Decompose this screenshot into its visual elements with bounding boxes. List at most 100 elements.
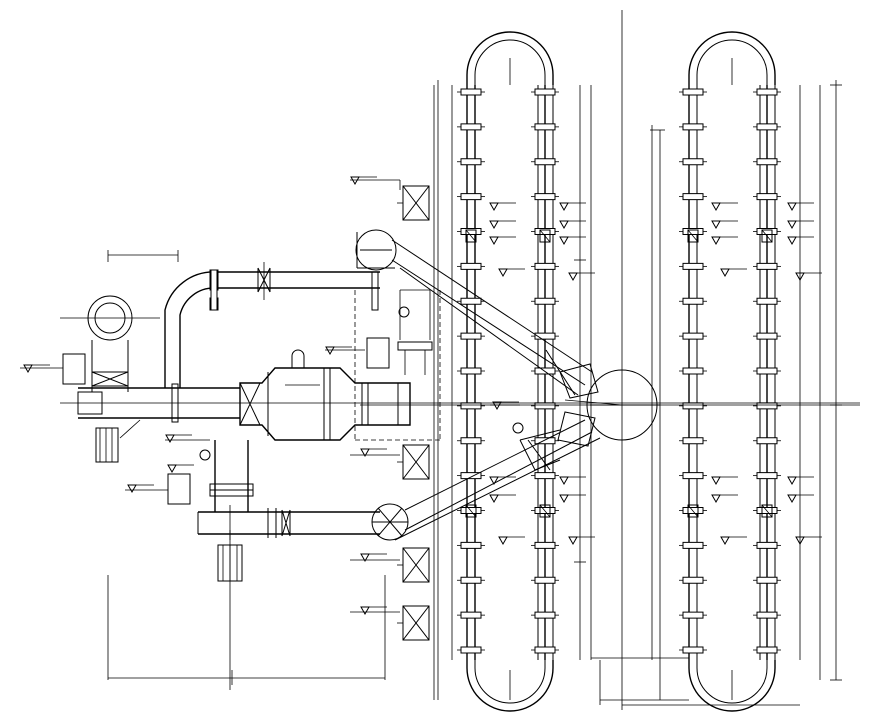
fan-casing-top [356, 230, 396, 270]
flange [535, 124, 555, 130]
level-marker-icon [490, 203, 498, 210]
flange [683, 194, 703, 200]
flange [535, 438, 555, 444]
flange [535, 194, 555, 200]
flange [461, 229, 481, 235]
flange [535, 403, 555, 409]
level-markers [24, 177, 822, 614]
level-marker-icon [490, 477, 498, 484]
flange [683, 577, 703, 583]
level-marker-icon [712, 221, 720, 228]
level-marker-icon [490, 221, 498, 228]
level-marker-icon [712, 495, 720, 502]
level-marker-icon [128, 485, 136, 492]
flange [461, 159, 481, 165]
valve [466, 505, 476, 517]
right-coil-flanges [679, 89, 781, 653]
level-marker-icon [361, 449, 369, 456]
flange [757, 577, 777, 583]
flange [683, 542, 703, 548]
flange [757, 542, 777, 548]
level-marker-icon [721, 537, 729, 544]
level-marker-icon [788, 221, 796, 228]
flange [461, 124, 481, 130]
flange [461, 368, 481, 374]
flange [683, 403, 703, 409]
flange [757, 473, 777, 479]
flange [757, 612, 777, 618]
ventilation-fan [60, 296, 160, 392]
upper-pipe-loop [165, 262, 380, 388]
valve [540, 230, 550, 242]
flange [535, 647, 555, 653]
vertical-duct [198, 440, 380, 540]
flange [757, 263, 777, 269]
left-coil-unit [457, 32, 559, 711]
flange [683, 473, 703, 479]
flange [757, 438, 777, 444]
flange [535, 298, 555, 304]
level-marker-icon [351, 177, 359, 184]
flange [461, 263, 481, 269]
flange [757, 89, 777, 95]
flange [683, 612, 703, 618]
valve [466, 230, 476, 242]
level-marker-icon [361, 554, 369, 561]
flange [535, 612, 555, 618]
level-marker-icon [788, 203, 796, 210]
flange [757, 159, 777, 165]
flange [535, 229, 555, 235]
fan-casing-bottom [372, 504, 408, 540]
flange [757, 403, 777, 409]
flange [461, 647, 481, 653]
flange [683, 124, 703, 130]
flange [683, 368, 703, 374]
flange [461, 403, 481, 409]
support-structure [200, 290, 523, 460]
flange [757, 194, 777, 200]
valve [762, 230, 772, 242]
flange [535, 577, 555, 583]
level-marker-icon [788, 495, 796, 502]
flange [757, 124, 777, 130]
flange [535, 89, 555, 95]
flange [461, 542, 481, 548]
level-marker-icon [560, 495, 568, 502]
flange [535, 159, 555, 165]
flange [461, 89, 481, 95]
level-marker-icon [560, 237, 568, 244]
flange [683, 647, 703, 653]
flange [461, 194, 481, 200]
flange [461, 298, 481, 304]
level-marker-icon [499, 537, 507, 544]
horizontal-duct [60, 350, 860, 440]
valve [540, 505, 550, 517]
level-marker-icon [712, 237, 720, 244]
flange [461, 612, 481, 618]
level-marker-icon [721, 269, 729, 276]
level-marker-icon [361, 607, 369, 614]
level-marker-icon [788, 237, 796, 244]
level-marker-icon [326, 347, 334, 354]
level-marker-icon [569, 273, 577, 280]
valve [688, 230, 698, 242]
dimension-lines [108, 10, 860, 710]
level-marker-icon [560, 221, 568, 228]
level-marker-icon [493, 402, 501, 409]
flange [683, 298, 703, 304]
level-marker-icon [796, 273, 804, 280]
flange [757, 368, 777, 374]
flange [757, 229, 777, 235]
flange [461, 438, 481, 444]
level-marker-icon [560, 477, 568, 484]
leader-lines [120, 180, 520, 612]
level-marker-icon [712, 203, 720, 210]
flange [535, 263, 555, 269]
flange [757, 333, 777, 339]
level-marker-icon [166, 435, 174, 442]
level-marker-icon [796, 537, 804, 544]
flange [683, 229, 703, 235]
flange [683, 263, 703, 269]
diagonal-ducts [392, 240, 622, 540]
